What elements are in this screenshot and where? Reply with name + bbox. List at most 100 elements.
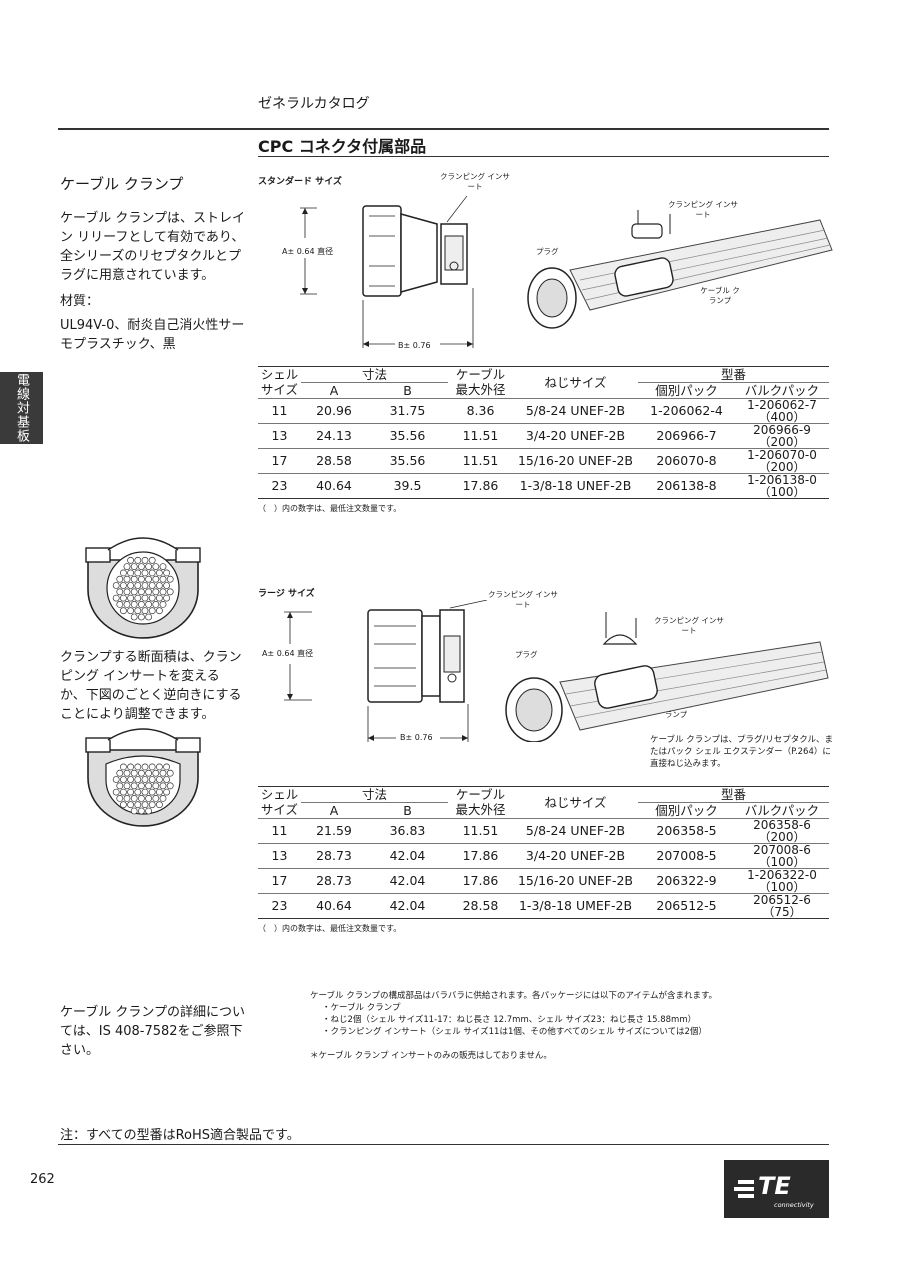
te-logo-mark: TE <box>758 1172 791 1200</box>
standard-plug-callout: プラグ <box>536 247 559 256</box>
wire-strand <box>137 807 145 815</box>
th-dims: 寸法 <box>301 786 448 803</box>
wire-strand <box>148 788 156 796</box>
wire-strand <box>148 594 156 602</box>
wire-strand <box>119 594 127 602</box>
wire-strand <box>148 801 156 809</box>
wire-strand <box>112 788 120 796</box>
wire-strand <box>155 582 163 589</box>
standard-clamp-callout: ケーブル クランプ <box>700 286 740 305</box>
th-b: B <box>403 802 412 818</box>
wire-strand <box>130 807 138 815</box>
wire-strand <box>155 788 163 796</box>
th-bulk: バルクパック <box>744 802 820 818</box>
wire-strand <box>134 594 142 602</box>
wire-strand <box>141 788 149 796</box>
title-rule <box>258 156 829 157</box>
th-cable-2: 最大外径 <box>455 382 506 398</box>
wire-strand <box>116 575 124 583</box>
wire-strand <box>134 776 142 783</box>
te-logo-mark-icon <box>734 1180 754 1198</box>
wire-strand <box>145 563 153 571</box>
wire-strand <box>148 607 156 615</box>
wire-strand <box>130 563 138 571</box>
th-a: A <box>329 382 339 398</box>
wire-strand <box>141 607 149 615</box>
large-table-note: （ ）内の数字は、最低注文数量です。 <box>258 924 402 933</box>
wire-strand <box>137 613 145 621</box>
wire-strand <box>127 763 135 771</box>
wire-strand <box>159 794 167 802</box>
wire-strand <box>119 801 127 809</box>
material-value: UL94V-0、耐炎自己消火性サーモプラスチック、黒 <box>60 318 245 352</box>
wire-strand <box>145 782 153 790</box>
wire-strand <box>166 769 174 777</box>
large-spec-table: シェル 寸法 ケーブル ねじサイズ 型番 サイズ A B 最大外径 個別パック … <box>258 786 829 919</box>
insert-note: ＊ケーブル クランプ インサートのみの販売はしておりません。 <box>310 1051 552 1061</box>
wire-strand <box>130 613 138 621</box>
th-shell-1: シェル <box>258 786 301 803</box>
th-cable-1: ケーブル <box>448 786 513 803</box>
package-notes: ケーブル クランプの構成部品はバラバラに供給されます。各パッケージには以下のアイ… <box>310 990 830 1038</box>
te-logo-sub: connectivity <box>774 1201 814 1209</box>
wire-strand <box>155 801 163 809</box>
wire-strand <box>116 794 124 802</box>
wire-strand <box>152 769 160 777</box>
th-part: 型番 <box>638 366 829 383</box>
wire-strand <box>148 582 156 589</box>
wire-strand <box>152 794 160 802</box>
wire-strand <box>152 575 160 583</box>
standard-spec-table: シェル 寸法 ケーブル ねじサイズ 型番 サイズ A B 最大外径 個別パック … <box>258 366 829 499</box>
th-a: A <box>329 802 339 818</box>
wire-strand <box>130 794 138 802</box>
wire-strand <box>123 782 131 790</box>
standard-table-note: （ ）内の数字は、最低注文数量です。 <box>258 504 402 513</box>
wire-strand <box>166 575 174 583</box>
wire-strand <box>148 763 156 771</box>
wire-strand <box>137 794 145 802</box>
wire-strand <box>112 594 120 602</box>
wire-strand <box>119 776 127 783</box>
th-single: 個別パック <box>655 802 718 818</box>
page-title: CPC コネクタ付属部品 <box>258 137 427 156</box>
wire-strand <box>127 788 135 796</box>
wire-strand <box>119 582 127 589</box>
standard-insert-callout: クランピング インサート <box>440 172 510 191</box>
wire-strand <box>163 763 171 771</box>
wire-strand <box>163 776 171 783</box>
wire-strand <box>137 575 145 583</box>
wire-strand <box>130 782 138 790</box>
wire-strand <box>127 582 135 589</box>
wire-strand <box>145 794 153 802</box>
catalog-header: ゼネラルカタログ <box>258 96 370 112</box>
th-bulk: バルクパック <box>744 382 820 398</box>
wire-strand <box>152 563 160 571</box>
wire-strand <box>119 569 127 577</box>
standard-clamp-assembly-drawing <box>527 210 833 329</box>
wire-strand <box>145 600 153 608</box>
wire-strand <box>166 782 174 790</box>
large-dim-b: B± 0.76 <box>400 733 433 742</box>
wire-strand <box>127 607 135 615</box>
large-plug-callout: プラグ <box>515 650 538 659</box>
wire-strand <box>134 801 142 809</box>
wire-strand <box>119 788 127 796</box>
wire-strand <box>123 769 131 777</box>
large-insert-callout-2: クランピング インサート <box>654 616 724 635</box>
clamp-cross-section-normal <box>85 537 201 639</box>
wire-strand <box>137 769 145 777</box>
wire-strand <box>159 600 167 608</box>
wire-strand <box>119 607 127 615</box>
wire-strand <box>116 769 124 777</box>
th-cable-2: 最大外径 <box>455 802 506 818</box>
wire-strand <box>145 769 153 777</box>
wire-strand <box>123 588 131 596</box>
wire-strand <box>123 600 131 608</box>
wire-strand <box>152 782 160 790</box>
wire-strand <box>137 588 145 596</box>
wire-strand <box>145 807 153 815</box>
